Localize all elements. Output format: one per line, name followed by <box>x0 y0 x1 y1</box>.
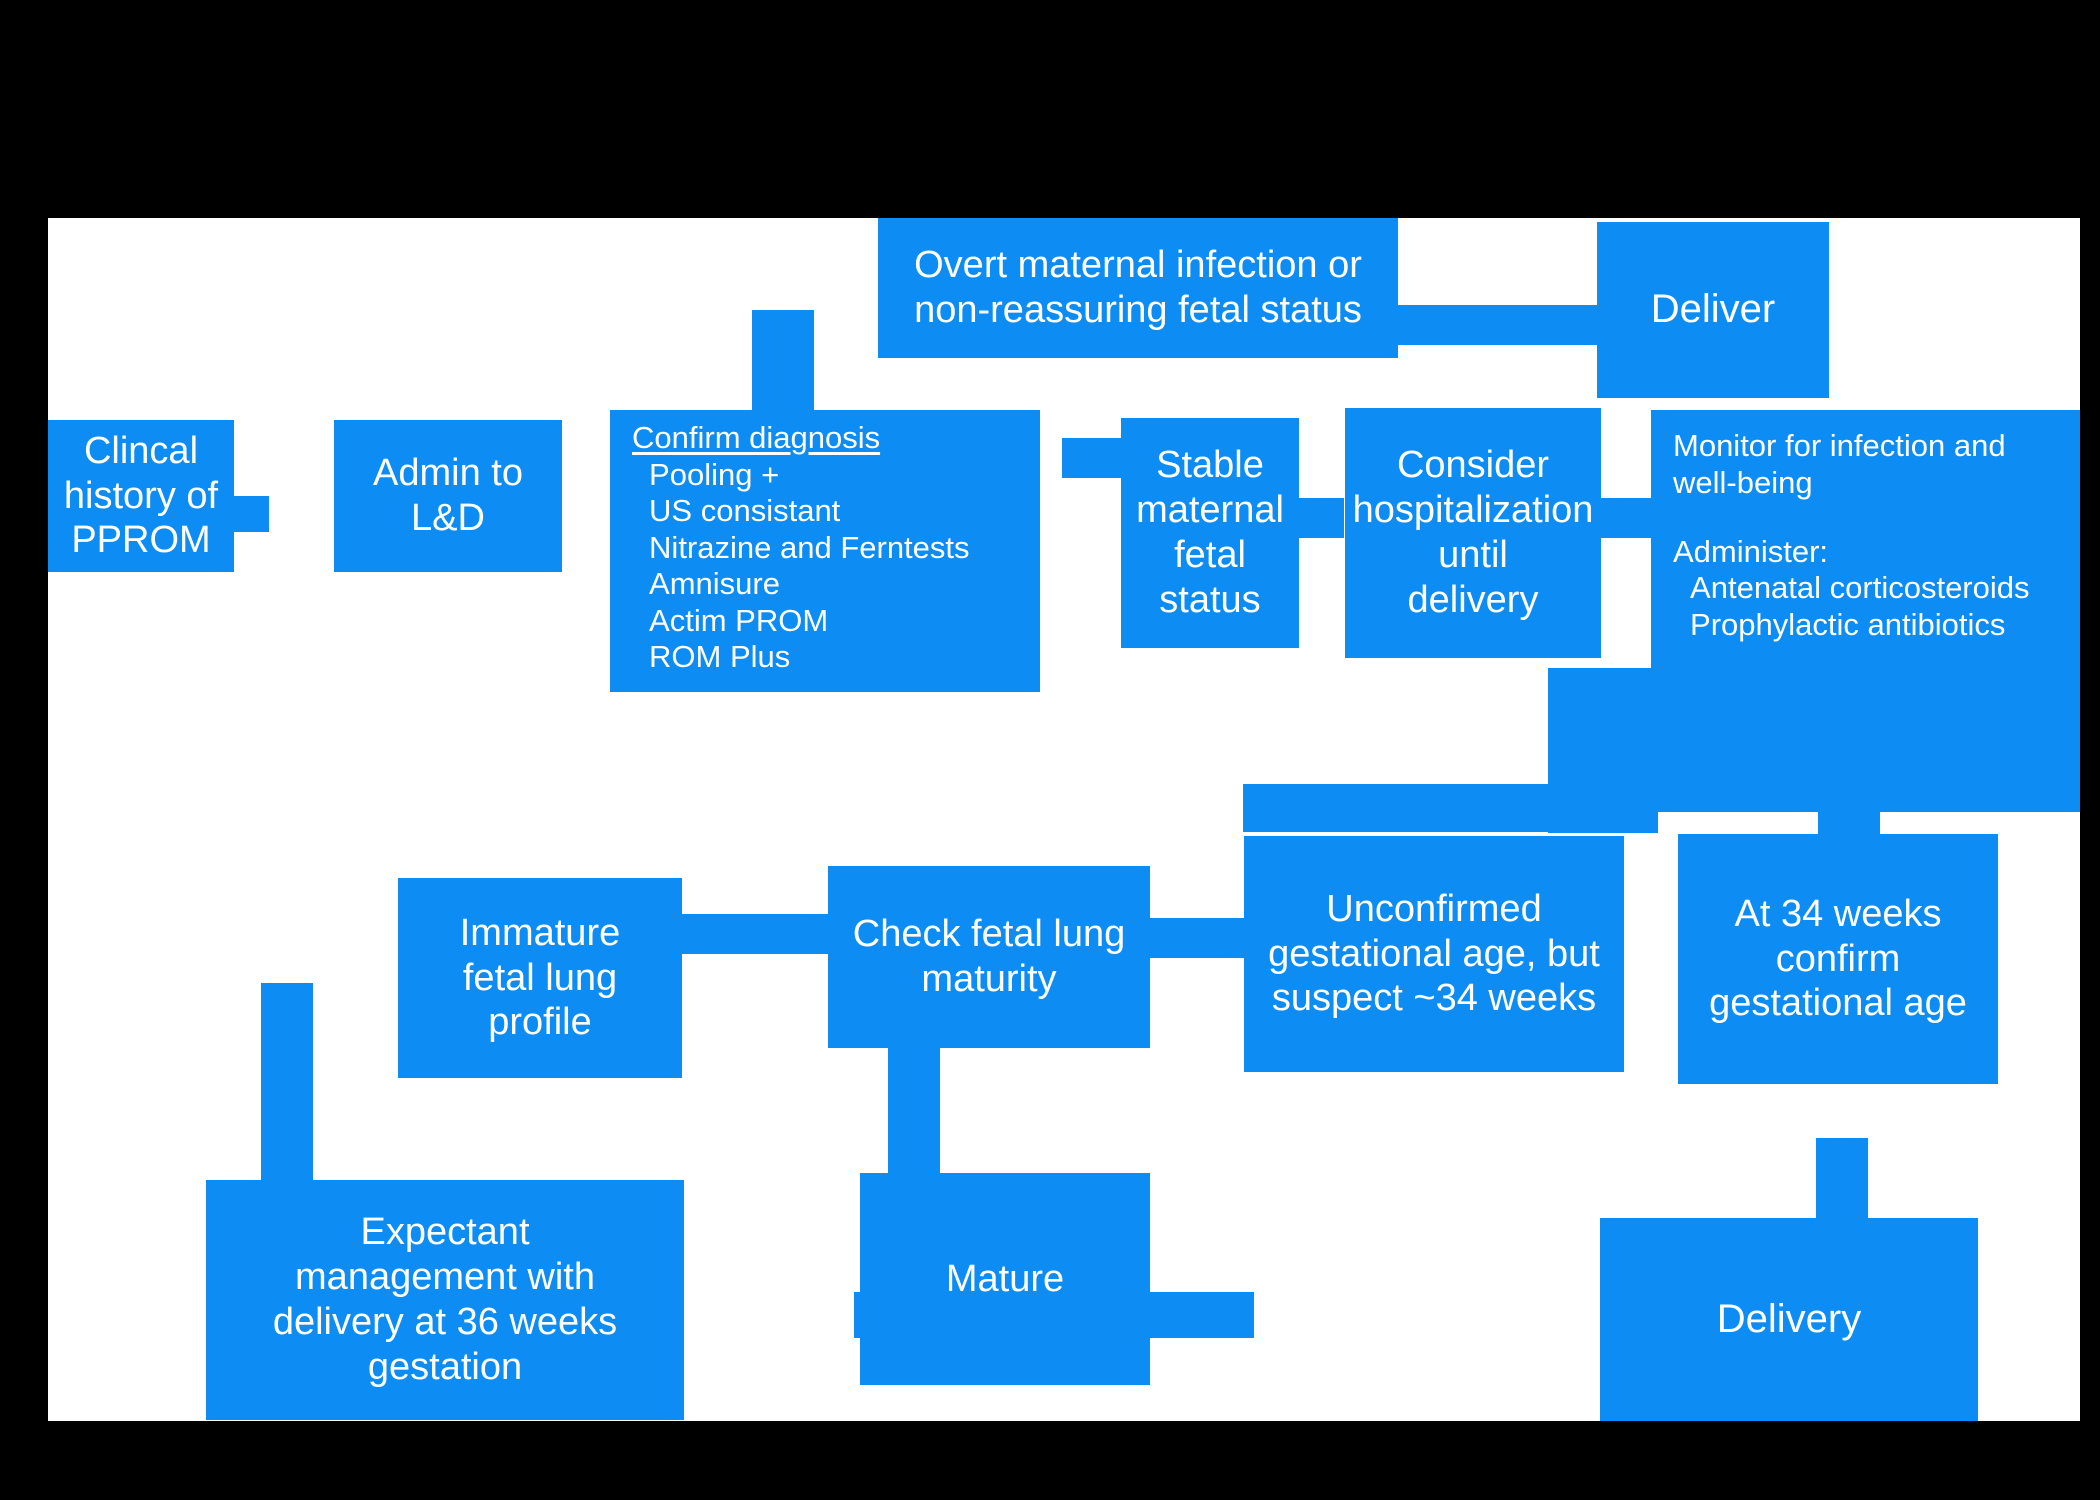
node-unconfirmed-ga-line1: Unconfirmed <box>1326 887 1542 930</box>
node-expectant-management-line3: delivery at 36 weeks <box>272 1301 618 1343</box>
node-delivery-label: Delivery <box>1716 1296 1862 1341</box>
node-stable-status-line3: fetal <box>1174 534 1246 576</box>
node-monitor-infection-heading: Administer: <box>1673 533 1829 569</box>
node-immature-flp-line3: profile <box>488 1001 592 1044</box>
node-immature-flp-line1: Immature <box>459 911 621 954</box>
node-at-34-weeks-line3: gestational age <box>1709 982 1967 1025</box>
node-overt-infection-line2: non-reassuring fetal status <box>914 289 1362 331</box>
node-confirm-diagnosis-item-3: Amnisure <box>649 566 780 602</box>
node-stable-status-line1: Stable <box>1156 444 1264 487</box>
node-monitor-infection[interactable]: Monitor for infection and well-being Adm… <box>1651 410 2080 812</box>
node-clinical-history-line3: PPROM <box>71 519 211 562</box>
connector-immature-to-expectant <box>261 983 313 1183</box>
node-stable-status[interactable]: Stable maternal fetal status <box>1121 418 1299 648</box>
node-confirm-diagnosis-item-4: Actim PROM <box>649 602 829 638</box>
node-consider-hospitalization-line3: until <box>1438 534 1508 576</box>
flowchart-canvas: Clincal history of PPROM Admin to L&D Co… <box>48 218 2080 1421</box>
node-confirm-diagnosis-heading: Confirm diagnosis <box>632 420 881 455</box>
node-admit-ld-line2: L&D <box>411 497 485 539</box>
node-expectant-management-line2: management with <box>295 1256 595 1299</box>
node-consider-hospitalization-line1: Consider <box>1396 444 1550 487</box>
node-mature[interactable]: Mature <box>860 1173 1150 1385</box>
node-overt-infection[interactable]: Overt maternal infection or non-reassuri… <box>878 218 1398 358</box>
node-consider-hospitalization-line2: hospitalization <box>1352 489 1594 532</box>
node-confirm-diagnosis-item-0: Pooling + <box>649 456 780 492</box>
node-monitor-infection-line2: well-being <box>1673 464 1813 500</box>
node-monitor-infection-line1: Monitor for infection and <box>1673 428 2006 463</box>
node-monitor-infection-item-1: Prophylactic antibiotics <box>1690 606 2006 642</box>
node-confirm-diagnosis-item-5: ROM Plus <box>649 639 791 675</box>
node-delivery[interactable]: Delivery <box>1600 1218 1978 1421</box>
node-deliver[interactable]: Deliver <box>1597 222 1829 398</box>
node-overt-infection-line1: Overt maternal infection or <box>914 244 1362 287</box>
node-immature-flp[interactable]: Immature fetal lung profile <box>398 878 682 1078</box>
node-at-34-weeks-line2: confirm <box>1775 937 1901 980</box>
connector-confirm-to-stable <box>1062 438 1122 478</box>
node-admit-ld[interactable]: Admin to L&D <box>334 420 562 572</box>
node-clinical-history[interactable]: Clincal history of PPROM <box>48 420 234 572</box>
node-unconfirmed-ga[interactable]: Unconfirmed gestational age, but suspect… <box>1244 836 1624 1072</box>
node-confirm-diagnosis[interactable]: Confirm diagnosis Pooling + US consistan… <box>610 410 1040 692</box>
node-immature-flp-line2: fetal lung <box>462 956 618 999</box>
connector-monitor-to-unconfirmed-drop <box>1548 668 1658 833</box>
connector-monitor-to-unconfirmed-run <box>1243 784 1563 832</box>
node-stable-status-line2: maternal <box>1136 489 1284 532</box>
node-confirm-diagnosis-item-2: Nitrazine and Ferntests <box>649 529 970 565</box>
node-expectant-management[interactable]: Expectant management with delivery at 36… <box>206 1180 684 1420</box>
connector-checkflm-to-mature <box>888 1048 940 1176</box>
node-expectant-management-line4: gestation <box>367 1345 523 1388</box>
node-at-34-weeks-line1: At 34 weeks <box>1734 892 1942 935</box>
connector-clinical-to-admit <box>229 496 269 532</box>
node-stable-status-line4: status <box>1159 578 1261 621</box>
node-clinical-history-line1: Clincal <box>83 429 199 472</box>
connector-stable-to-hospitalization <box>1294 498 1344 538</box>
node-at-34-weeks[interactable]: At 34 weeks confirm gestational age <box>1678 834 1998 1084</box>
node-deliver-label: Deliver <box>1650 287 1776 332</box>
node-confirm-diagnosis-item-1: US consistant <box>649 493 841 529</box>
node-check-flm[interactable]: Check fetal lung maturity <box>828 866 1150 1048</box>
node-expectant-management-line1: Expectant <box>360 1211 530 1254</box>
node-consider-hospitalization[interactable]: Consider hospitalization until delivery <box>1345 408 1601 658</box>
node-unconfirmed-ga-line2: gestational age, but <box>1268 932 1600 975</box>
connector-overt-to-deliver <box>1397 305 1597 345</box>
node-unconfirmed-ga-line3: suspect ~34 weeks <box>1271 977 1597 1020</box>
node-consider-hospitalization-line4: delivery <box>1407 578 1539 621</box>
node-clinical-history-line2: history of <box>63 474 219 517</box>
connector-hospitalization-to-monitor <box>1596 498 1652 538</box>
node-check-flm-line2: maturity <box>921 958 1057 1000</box>
node-monitor-infection-item-0: Antenatal corticosteroids <box>1690 570 2030 606</box>
connector-checkflm-to-immature <box>658 914 830 954</box>
node-check-flm-line1: Check fetal lung <box>852 913 1126 956</box>
node-mature-label: Mature <box>945 1257 1065 1300</box>
node-admit-ld-line1: Admin to <box>373 452 523 495</box>
